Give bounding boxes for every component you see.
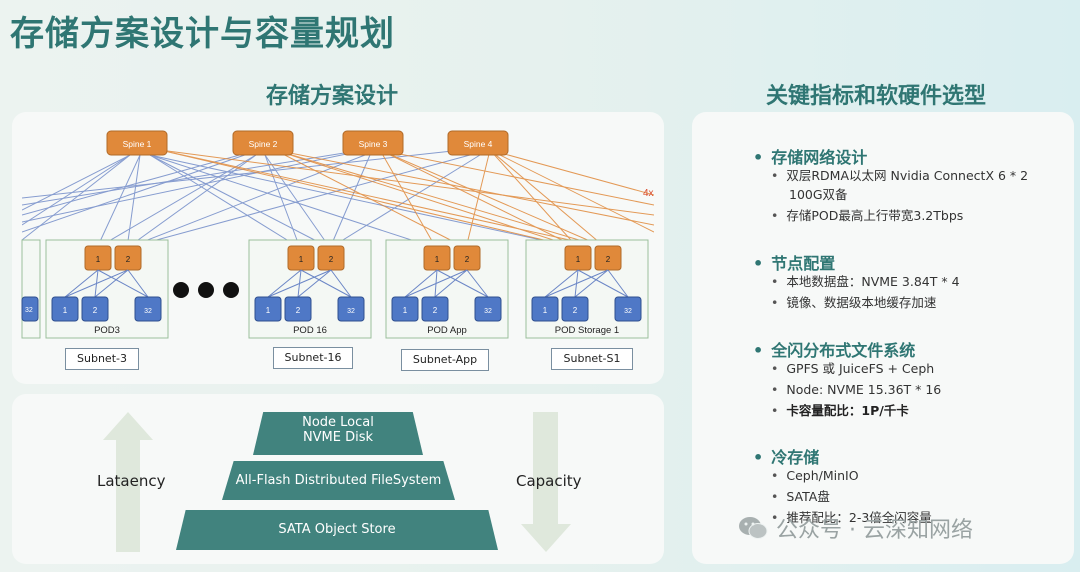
node-label: 2 bbox=[433, 306, 438, 315]
node-label: 32 bbox=[484, 308, 492, 315]
pod-app: 1 2 1 2 32 POD App bbox=[385, 239, 509, 339]
spine-label: Spine 2 bbox=[249, 139, 278, 149]
ellipsis-dots bbox=[173, 282, 239, 298]
pod-partial: 32 bbox=[21, 239, 41, 339]
latency-arrow-icon bbox=[103, 412, 153, 552]
tier-sata-object-store: SATA Object Store bbox=[176, 510, 498, 550]
section-heading: •存储网络设计 bbox=[753, 148, 868, 167]
spine-2: Spine 2 bbox=[232, 130, 294, 156]
section-item: •双层RDMA以太网 Nvidia ConnectX 6 * 2 bbox=[771, 168, 1029, 183]
pod-3: 1 2 1 2 32 POD3 bbox=[45, 239, 169, 339]
spine-layer: Spine 1 Spine 2 Spine 3 Spine 4 bbox=[106, 130, 509, 156]
watermark: 公众号 · 云深知网络 bbox=[738, 512, 973, 544]
latency-label: Lataency bbox=[97, 472, 166, 490]
node-label: 2 bbox=[296, 306, 301, 315]
section-heading: •节点配置 bbox=[753, 254, 836, 273]
subnet-label: Subnet-S1 bbox=[551, 348, 633, 370]
left-section-title: 存储方案设计 bbox=[266, 84, 399, 109]
subnet-label: Subnet-3 bbox=[65, 348, 139, 370]
node-label: 32 bbox=[347, 308, 355, 315]
spine-4: Spine 4 bbox=[447, 130, 509, 156]
leaf-label: 2 bbox=[329, 255, 334, 264]
section-heading: •全闪分布式文件系统 bbox=[753, 341, 916, 360]
svg-text:32: 32 bbox=[25, 307, 33, 314]
subnet-label: Subnet-16 bbox=[273, 347, 353, 369]
specs-panel bbox=[692, 112, 1074, 564]
node-label: 1 bbox=[63, 306, 68, 315]
node-label: 2 bbox=[93, 306, 98, 315]
pod-label: POD Storage 1 bbox=[555, 325, 619, 336]
node-label: 2 bbox=[573, 306, 578, 315]
leaf-label: 1 bbox=[576, 255, 581, 264]
node-label: 1 bbox=[266, 306, 271, 315]
wechat-icon bbox=[739, 517, 768, 539]
section-item: •Node: NVME 15.36T * 16 bbox=[771, 382, 942, 397]
watermark-text: 公众号 · 云深知网络 bbox=[776, 518, 973, 543]
capacity-label: Capacity bbox=[516, 472, 582, 490]
tier-node-local: Node Local NVME Disk bbox=[253, 412, 423, 455]
leaf-label: 1 bbox=[96, 255, 101, 264]
tier-all-flash: All-Flash Distributed FileSystem bbox=[222, 461, 455, 500]
subnet-label: Subnet-App bbox=[401, 349, 489, 371]
leaf-label: 1 bbox=[435, 255, 440, 264]
right-section-title: 关键指标和软硬件选型 bbox=[766, 84, 987, 109]
leaf-label: 2 bbox=[126, 255, 131, 264]
pod-label: POD3 bbox=[94, 325, 120, 336]
leaf-label: 2 bbox=[606, 255, 611, 264]
pod-storage-1: 1 2 1 2 32 POD Storage 1 bbox=[525, 239, 649, 339]
spine-1: Spine 1 bbox=[106, 130, 168, 156]
edge-marker-label: 4x bbox=[643, 188, 654, 199]
node-label: 32 bbox=[144, 308, 152, 315]
section-item: •Ceph/MinIO bbox=[771, 468, 859, 483]
section-item: •存储POD最高上行带宽3.2Tbps bbox=[771, 208, 964, 223]
node-label: 1 bbox=[403, 306, 408, 315]
section-item: •SATA盘 bbox=[771, 489, 830, 504]
capacity-arrow-icon bbox=[521, 412, 571, 552]
node-label: 1 bbox=[543, 306, 548, 315]
pod-16: 1 2 1 2 32 POD 16 bbox=[248, 239, 372, 339]
section-item: •卡容量配比：1P/千卡 bbox=[771, 403, 909, 418]
leaf-label: 1 bbox=[299, 255, 304, 264]
section-item: •推荐配比：2-3倍全闪容量 bbox=[771, 510, 932, 525]
leaf-label: 2 bbox=[465, 255, 470, 264]
node-label: 32 bbox=[624, 308, 632, 315]
section-item: •本地数据盘：NVME 3.84T * 4 bbox=[771, 274, 960, 289]
pod-label: POD App bbox=[427, 325, 467, 336]
spine-label: Spine 3 bbox=[359, 139, 388, 149]
spine-label: Spine 1 bbox=[123, 139, 152, 149]
spine-label: Spine 4 bbox=[464, 139, 493, 149]
section-item: •镜像、数据级本地缓存加速 bbox=[771, 295, 937, 310]
section-item: •GPFS 或 JuiceFS + Ceph bbox=[771, 361, 935, 376]
network-links bbox=[22, 147, 654, 249]
pod-label: POD 16 bbox=[293, 325, 327, 336]
section-item: 100G双备 bbox=[789, 187, 848, 202]
spine-3: Spine 3 bbox=[342, 130, 404, 156]
page-title: 存储方案设计与容量规划 bbox=[10, 14, 395, 54]
section-heading: •冷存储 bbox=[753, 448, 820, 467]
